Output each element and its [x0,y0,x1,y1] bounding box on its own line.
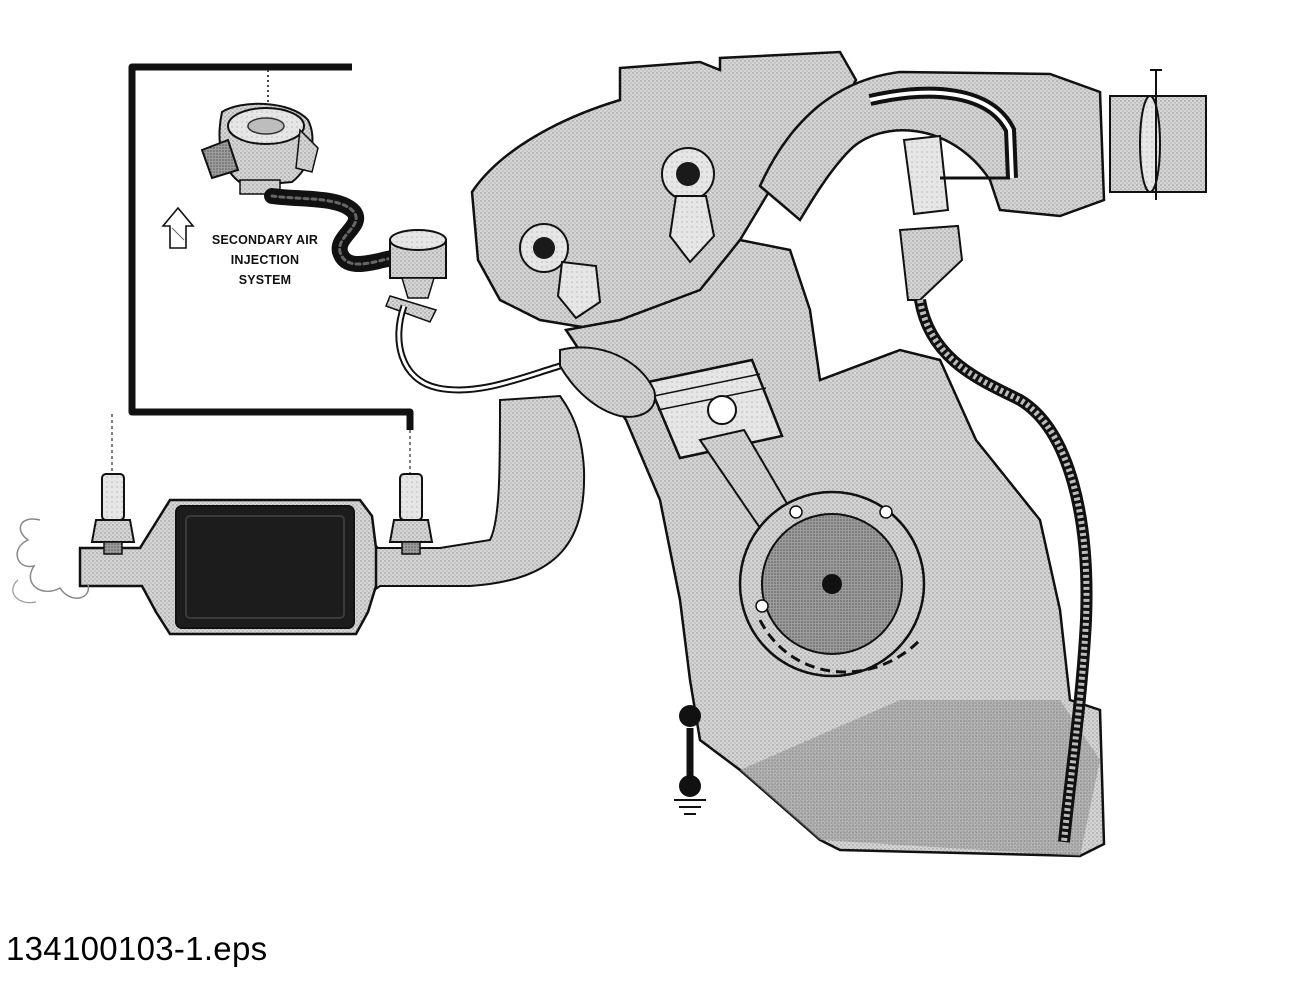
label-line-2: INJECTION [230,253,300,267]
ground-icon [674,705,706,815]
label-line-1: SECONDARY AIR [211,233,319,247]
exhaust-system [12,394,586,636]
upstream-o2-sensor [90,414,136,555]
air-hose [264,188,400,273]
check-valve [385,229,447,323]
engine-block [470,50,1106,858]
label-line-3: SYSTEM [238,273,292,287]
downstream-o2-sensor [388,430,434,555]
intake-duct [758,69,1207,222]
secondary-air-injection-label: SECONDARY AIR INJECTION SYSTEM [190,230,340,290]
intake-sensor [898,134,1010,301]
file-name-caption: 134100103-1.eps [6,930,268,967]
secondary-air-pump [200,102,319,195]
up-arrow-icon [161,206,195,249]
